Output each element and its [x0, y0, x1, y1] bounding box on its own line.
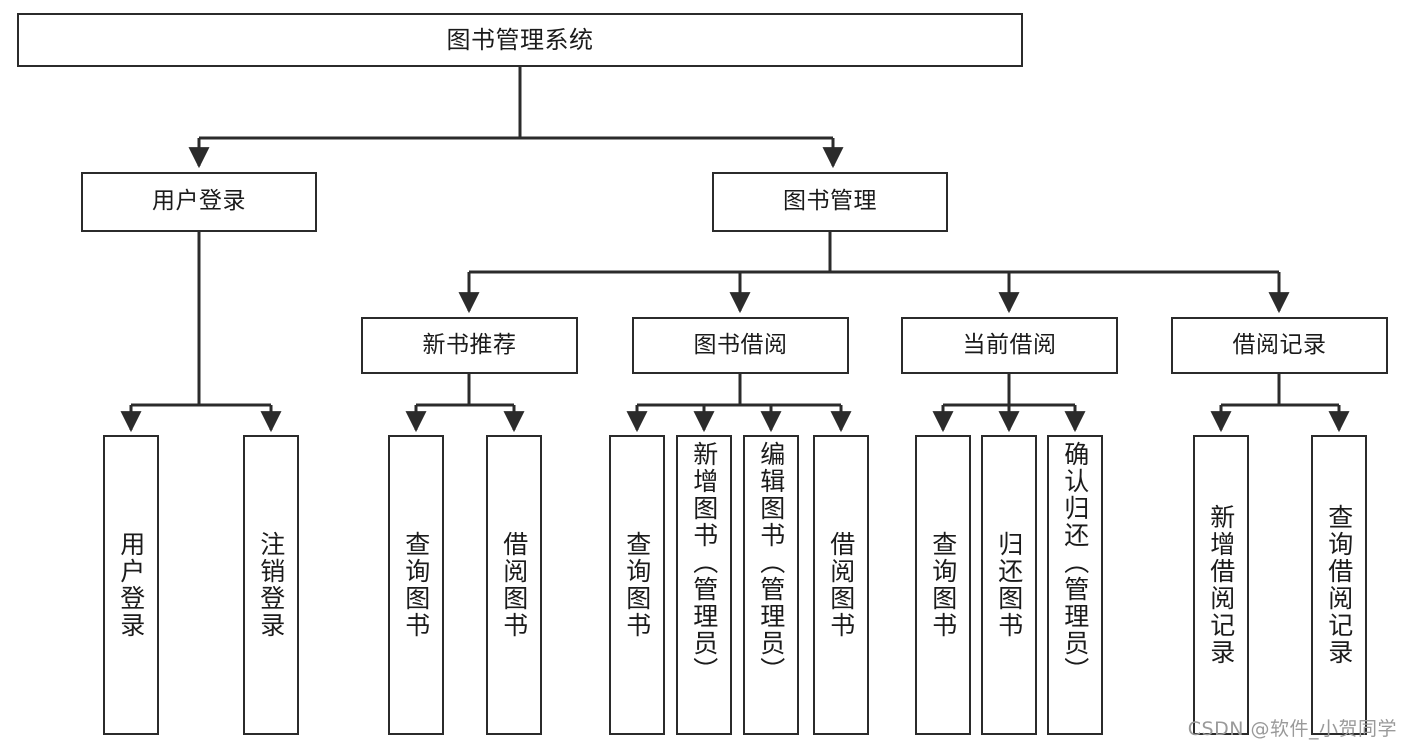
leaf-nb-query-book-label: 查询图书 — [401, 531, 431, 639]
leaf-cb-return-book[interactable]: 归还图书 — [981, 435, 1037, 735]
leaf-nb-query-book[interactable]: 查询图书 — [388, 435, 444, 735]
leaf-logout-label: 注销登录 — [256, 531, 286, 639]
node-new-book-recommend-label: 新书推荐 — [422, 331, 517, 358]
node-book-borrow-label: 图书借阅 — [693, 331, 788, 358]
leaf-br-add-record-label: 新增借阅记录 — [1206, 504, 1236, 666]
leaf-bb-query-book-label: 查询图书 — [622, 531, 652, 639]
leaf-bb-edit-book[interactable]: 编辑图书（管理员） — [743, 435, 799, 735]
node-current-borrow-label: 当前借阅 — [962, 331, 1057, 358]
node-user-login-label: 用户登录 — [152, 188, 246, 215]
leaf-nb-borrow-book-label: 借阅图书 — [499, 531, 529, 639]
leaf-user-login-label: 用户登录 — [116, 531, 146, 639]
node-user-login[interactable]: 用户登录 — [81, 172, 317, 232]
leaf-bb-add-book-label: 新增图书（管理员） — [689, 441, 719, 684]
leaf-cb-confirm-return[interactable]: 确认归还（管理员） — [1047, 435, 1103, 735]
node-new-book-recommend[interactable]: 新书推荐 — [361, 317, 578, 374]
leaf-br-add-record[interactable]: 新增借阅记录 — [1193, 435, 1249, 735]
leaf-cb-return-book-label: 归还图书 — [994, 531, 1024, 639]
leaf-cb-confirm-return-label: 确认归还（管理员） — [1060, 441, 1090, 684]
leaf-bb-borrow-book[interactable]: 借阅图书 — [813, 435, 869, 735]
node-borrow-record-label: 借阅记录 — [1232, 331, 1327, 358]
leaf-cb-query-book[interactable]: 查询图书 — [915, 435, 971, 735]
leaf-bb-edit-book-label: 编辑图书（管理员） — [756, 441, 786, 684]
leaf-bb-borrow-book-label: 借阅图书 — [826, 531, 856, 639]
leaf-bb-add-book[interactable]: 新增图书（管理员） — [676, 435, 732, 735]
node-book-borrow[interactable]: 图书借阅 — [632, 317, 849, 374]
leaf-logout[interactable]: 注销登录 — [243, 435, 299, 735]
leaf-bb-query-book[interactable]: 查询图书 — [609, 435, 665, 735]
leaf-user-login[interactable]: 用户登录 — [103, 435, 159, 735]
node-current-borrow[interactable]: 当前借阅 — [901, 317, 1118, 374]
node-book-manage[interactable]: 图书管理 — [712, 172, 948, 232]
node-borrow-record[interactable]: 借阅记录 — [1171, 317, 1388, 374]
leaf-nb-borrow-book[interactable]: 借阅图书 — [486, 435, 542, 735]
node-root-system-label: 图书管理系统 — [446, 25, 594, 54]
node-book-manage-label: 图书管理 — [783, 188, 877, 215]
leaf-br-query-record[interactable]: 查询借阅记录 — [1311, 435, 1367, 735]
leaf-cb-query-book-label: 查询图书 — [928, 531, 958, 639]
node-root-system[interactable]: 图书管理系统 — [17, 13, 1023, 67]
leaf-br-query-record-label: 查询借阅记录 — [1324, 504, 1354, 666]
